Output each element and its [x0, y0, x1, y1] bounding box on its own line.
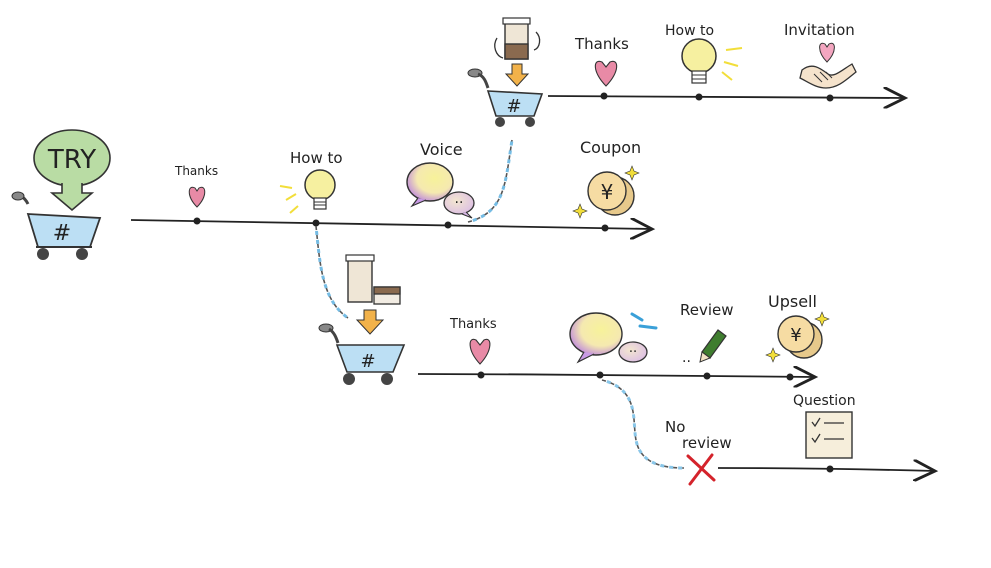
main-node-thanks [193, 217, 201, 225]
main-label-coupon: Coupon [580, 138, 641, 157]
lower-label-thanks: Thanks [449, 317, 497, 332]
review-dots: .. [682, 350, 691, 366]
lower-timeline: # Thanks ·· Review .. Upsell [318, 254, 830, 385]
speech-bubble-icon: ·· [406, 162, 475, 219]
dashed-link-voice-to-branch [601, 379, 685, 469]
upper-timeline-arrow [547, 96, 905, 98]
down-arrow-icon [355, 309, 385, 335]
heart-icon [819, 42, 835, 63]
lower-label-review: Review [680, 301, 734, 319]
lower-node-thanks [477, 371, 485, 379]
branch-node-question [826, 465, 834, 473]
lower-node-review [703, 372, 711, 380]
upper-node-thanks [600, 92, 608, 100]
upper-label-thanks: Thanks [574, 35, 629, 53]
main-node-voice [444, 221, 452, 229]
upper-label-invitation: Invitation [784, 21, 855, 39]
lower-node-voice [596, 371, 604, 379]
sparkle-icon [765, 347, 781, 363]
main-label-howto: How to [290, 149, 343, 167]
speech-dots: ·· [629, 345, 637, 360]
upper-timeline: # Thanks How to Invitation [467, 17, 905, 127]
lower-node-upsell [786, 373, 794, 381]
upper-cart-icon: # [467, 17, 544, 127]
start-cart-icon: # [11, 191, 102, 260]
heart-icon [469, 338, 491, 365]
main-timeline-arrow [130, 220, 652, 229]
upper-node-invitation [826, 94, 834, 102]
sparkle-icon [814, 311, 830, 327]
branch-timeline-arrow [717, 468, 935, 471]
heart-icon [188, 186, 206, 208]
upper-node-howto [695, 93, 703, 101]
yen-mark: ¥ [601, 180, 614, 204]
cart-mark: # [506, 96, 521, 117]
start-group: TRY # [11, 129, 111, 260]
pencil-icon: .. [682, 329, 727, 366]
no-review-line: No [665, 418, 685, 436]
branch-label-no-review: No review [665, 418, 732, 452]
down-arrow-icon [504, 63, 530, 87]
main-node-howto [312, 219, 320, 227]
handshake-icon [799, 63, 857, 89]
main-node-coupon [601, 224, 609, 232]
lightbulb-icon [681, 38, 743, 84]
sparkle-icon [572, 203, 588, 219]
cross-icon [686, 453, 716, 486]
upper-label-howto: How to [665, 23, 714, 39]
try-badge: TRY [33, 129, 111, 212]
lower-timeline-arrow [417, 374, 815, 377]
cart-mark: # [53, 221, 71, 246]
yen-mark: ¥ [790, 325, 801, 346]
heart-icon [594, 60, 618, 87]
dashed-link-howto-to-lower [315, 225, 349, 319]
yen-coin-icon: ¥ [572, 165, 640, 219]
branch-timeline: No review Question [665, 393, 935, 486]
checklist-icon [805, 411, 853, 459]
speech-dots: ·· [455, 195, 464, 211]
yen-coin-icon: ¥ [765, 311, 830, 363]
main-timeline: Thanks How to Voice ·· Coupon ¥ [130, 138, 652, 232]
main-label-thanks: Thanks [174, 164, 218, 178]
sparkle-icon [624, 165, 640, 181]
no-review-line-2: review [682, 434, 732, 452]
cart-mark: # [360, 351, 375, 372]
branch-label-question: Question [793, 393, 856, 409]
try-badge-label: TRY [47, 145, 96, 175]
lower-cart-icon: # [318, 254, 406, 385]
dashed-link-voice-to-upper [467, 139, 513, 223]
main-label-voice: Voice [420, 140, 463, 159]
speech-bubble-icon: ·· [569, 312, 658, 364]
lightbulb-icon [279, 169, 336, 214]
lower-label-upsell: Upsell [768, 292, 817, 311]
